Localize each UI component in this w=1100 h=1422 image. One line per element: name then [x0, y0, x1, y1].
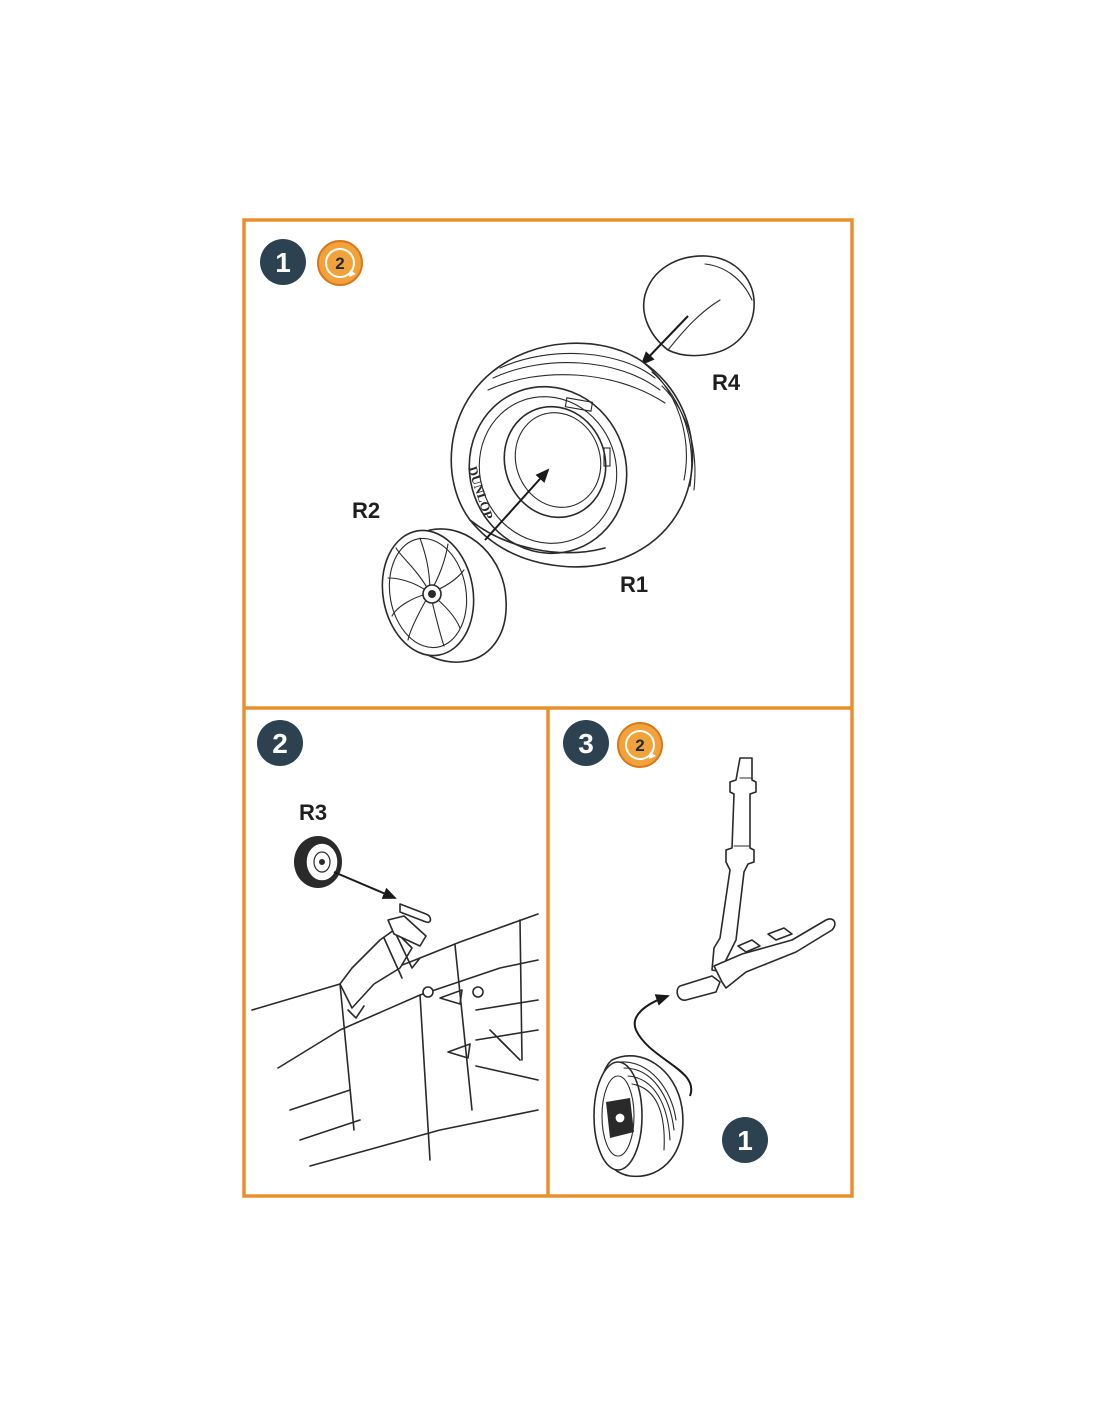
part-r2-wheel-hub: [381, 528, 507, 663]
ref-step-badge-3: 2: [617, 722, 663, 768]
panel-step-2: 2 R3: [251, 720, 539, 1167]
arrow-wheel-to-axle: [633, 994, 693, 1097]
sub-step-badge: 1: [722, 1117, 768, 1163]
wheel-assembly: [593, 1055, 684, 1178]
arrow-r2-into-tire: [484, 468, 550, 541]
part-r3-tail-wheel: [294, 836, 342, 888]
landing-gear-leg: [676, 757, 836, 1001]
arrow-r3-to-axle: [333, 871, 397, 899]
arrow-r4-to-tire: [640, 315, 689, 366]
rotate-icon: [649, 752, 656, 759]
wheel-tread: [619, 1061, 677, 1151]
part-r1-tire: DUNLOP: [450, 342, 696, 568]
step-badge-3: 3: [563, 720, 609, 766]
rotate-icon: [349, 270, 356, 277]
step-number: 1: [275, 247, 291, 278]
ref-step-number: 2: [335, 254, 344, 273]
step-number: 3: [578, 728, 594, 759]
step-number: 2: [272, 728, 288, 759]
part-label-r4: R4: [712, 370, 741, 395]
sub-step-number: 1: [737, 1125, 753, 1156]
ref-step-badge-1: 2: [317, 240, 363, 286]
panel-step-1: 1 2 R4: [260, 239, 755, 663]
ref-step-number: 2: [635, 736, 644, 755]
step-badge-2: 2: [257, 720, 303, 766]
part-r4-hubcap: [643, 255, 755, 357]
step-badge-1: 1: [260, 239, 306, 285]
part-label-r1: R1: [620, 572, 648, 597]
part-label-r3: R3: [299, 800, 327, 825]
panel-step-3: 3 2: [563, 720, 836, 1178]
part-label-r2: R2: [352, 498, 380, 523]
fuselage-tail-section: [251, 903, 539, 1167]
panel-frames: [242, 218, 854, 1198]
